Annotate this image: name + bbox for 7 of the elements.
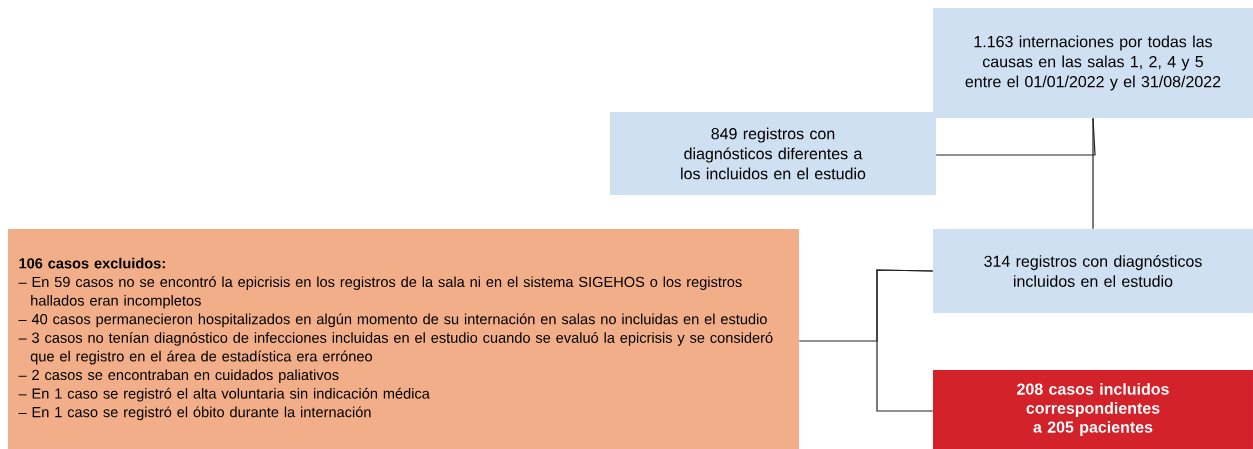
connector-line (1092, 117, 1094, 230)
exclusion-box: 106 casos excluidos: – En 59 casos no se encontró la epicrisis en los registros de la sala ni en el sistema SIGEHOS o los registros hallados eran incompletos – 40 casos permanecieron hospitalizados en algún momento de su internación en salas no incluidas en el estudio – 3 casos no tenían diagnóstico de infecciones incluidas en el estudio cuando se evaluó la epicrisis y se consideró que el registro en el área de estadística era erróneo – 2 casos se encontraban en cuidados paliativos – En 1 caso se registró el alta voluntaria sin indicación médica – En 1 caso se registró el óbito durante la internación (8, 229, 799, 449)
process-box: 314 registros con diagnósticos incluidos en el estudio (933, 229, 1253, 313)
exclusion-box: 849 registros con diagnósticos diferentes a los incluidos en el estudio (610, 112, 936, 195)
result-box: 208 casos incluidos correspondientes a 205 pacientes (933, 370, 1253, 449)
process-box: 1.163 internaciones por todas las causas en las salas 1, 2, 4 y 5 entre el 01/01/2022 y el 31/08/2022 (933, 8, 1253, 118)
connector-line (876, 269, 934, 412)
